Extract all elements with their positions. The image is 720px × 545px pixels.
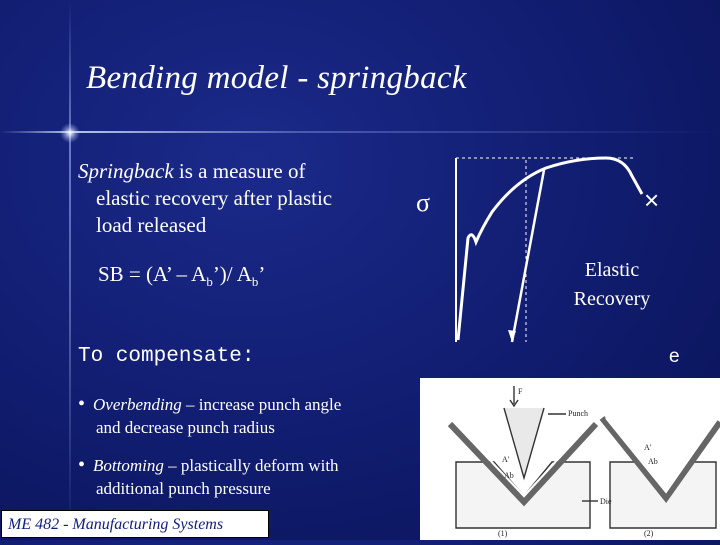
elastic-recovery-annotation: Elastic Recovery [560, 256, 664, 314]
lens-flare-vertical [69, 0, 71, 540]
stress-strain-curve [455, 156, 644, 343]
springback-definition: Springback is a measure of elastic recov… [78, 158, 408, 239]
punch-1 [503, 407, 545, 481]
bullet-bottoming: • Bottoming – plastically deform with add… [78, 454, 418, 500]
bending-tool-figure: F Punch Die A' Ab A' Ab (1) (2) [420, 378, 720, 540]
a-prime-label-1: A' [502, 455, 510, 464]
sheet-1 [447, 421, 599, 507]
definition-line1: is a measure of [173, 159, 306, 183]
stress-axis-label: σ [416, 188, 431, 217]
annotation-line2: Recovery [573, 288, 651, 310]
bending-tool-drawing: F Punch Die A' Ab A' Ab (1) (2) [447, 386, 720, 538]
definition-line2: elastic recovery after plastic [96, 186, 333, 210]
bullet-overbending: • Overbending – increase punch angle and … [78, 393, 418, 439]
formula-suffix: ’ [258, 262, 266, 286]
ab-label-1: Ab [504, 471, 514, 480]
term-overbending: Overbending [93, 395, 182, 414]
die-label: Die [600, 497, 612, 506]
loading-curve [456, 156, 644, 341]
term-bottoming: Bottoming [93, 456, 164, 475]
bullet-bottoming-rest: – plastically deform with [163, 456, 339, 475]
bullet-dot: • [78, 393, 86, 415]
force-label: F [518, 387, 523, 396]
panel-1-label: (1) [498, 529, 508, 538]
slide-title: Bending model - springback [86, 60, 467, 96]
punch-label: Punch [568, 409, 588, 418]
fracture-marker: × [644, 185, 660, 215]
bullet-bottoming-cont: additional punch pressure [96, 479, 271, 498]
sheet-2 [599, 416, 720, 503]
definition-line3: load released [96, 213, 207, 237]
lens-flare-center [60, 123, 80, 143]
recovery-arrowhead [508, 330, 516, 342]
formula-sub1: b [206, 274, 213, 290]
ab-label-2: Ab [648, 457, 658, 466]
strain-axis-label: e [669, 346, 680, 367]
formula-prefix: SB = (A’ – A [98, 262, 207, 286]
footer-course-label: ME 482 - Manufacturing Systems [1, 510, 269, 538]
bullet-overbending-rest: – increase punch angle [181, 395, 342, 414]
formula-sub2: b [251, 274, 259, 290]
elastic-recovery-line [510, 169, 546, 343]
term-springback: Springback [78, 159, 174, 183]
a-prime-label-2: A' [644, 443, 652, 452]
formula-middle: ’)/ A [212, 262, 252, 286]
force-arrowhead [509, 399, 519, 408]
sheet-2-inner [605, 417, 717, 494]
compensate-heading: To compensate: [78, 345, 255, 368]
sheet-1-inner [453, 421, 593, 498]
bullet-overbending-cont: and decrease punch radius [96, 418, 275, 437]
bullet-dot: • [78, 454, 86, 476]
springback-formula: SB = (A’ – Ab’)/ Ab’ [98, 262, 265, 290]
lens-flare-horizontal [0, 131, 720, 133]
panel-2-label: (2) [644, 529, 654, 538]
annotation-line1: Elastic [584, 259, 640, 281]
